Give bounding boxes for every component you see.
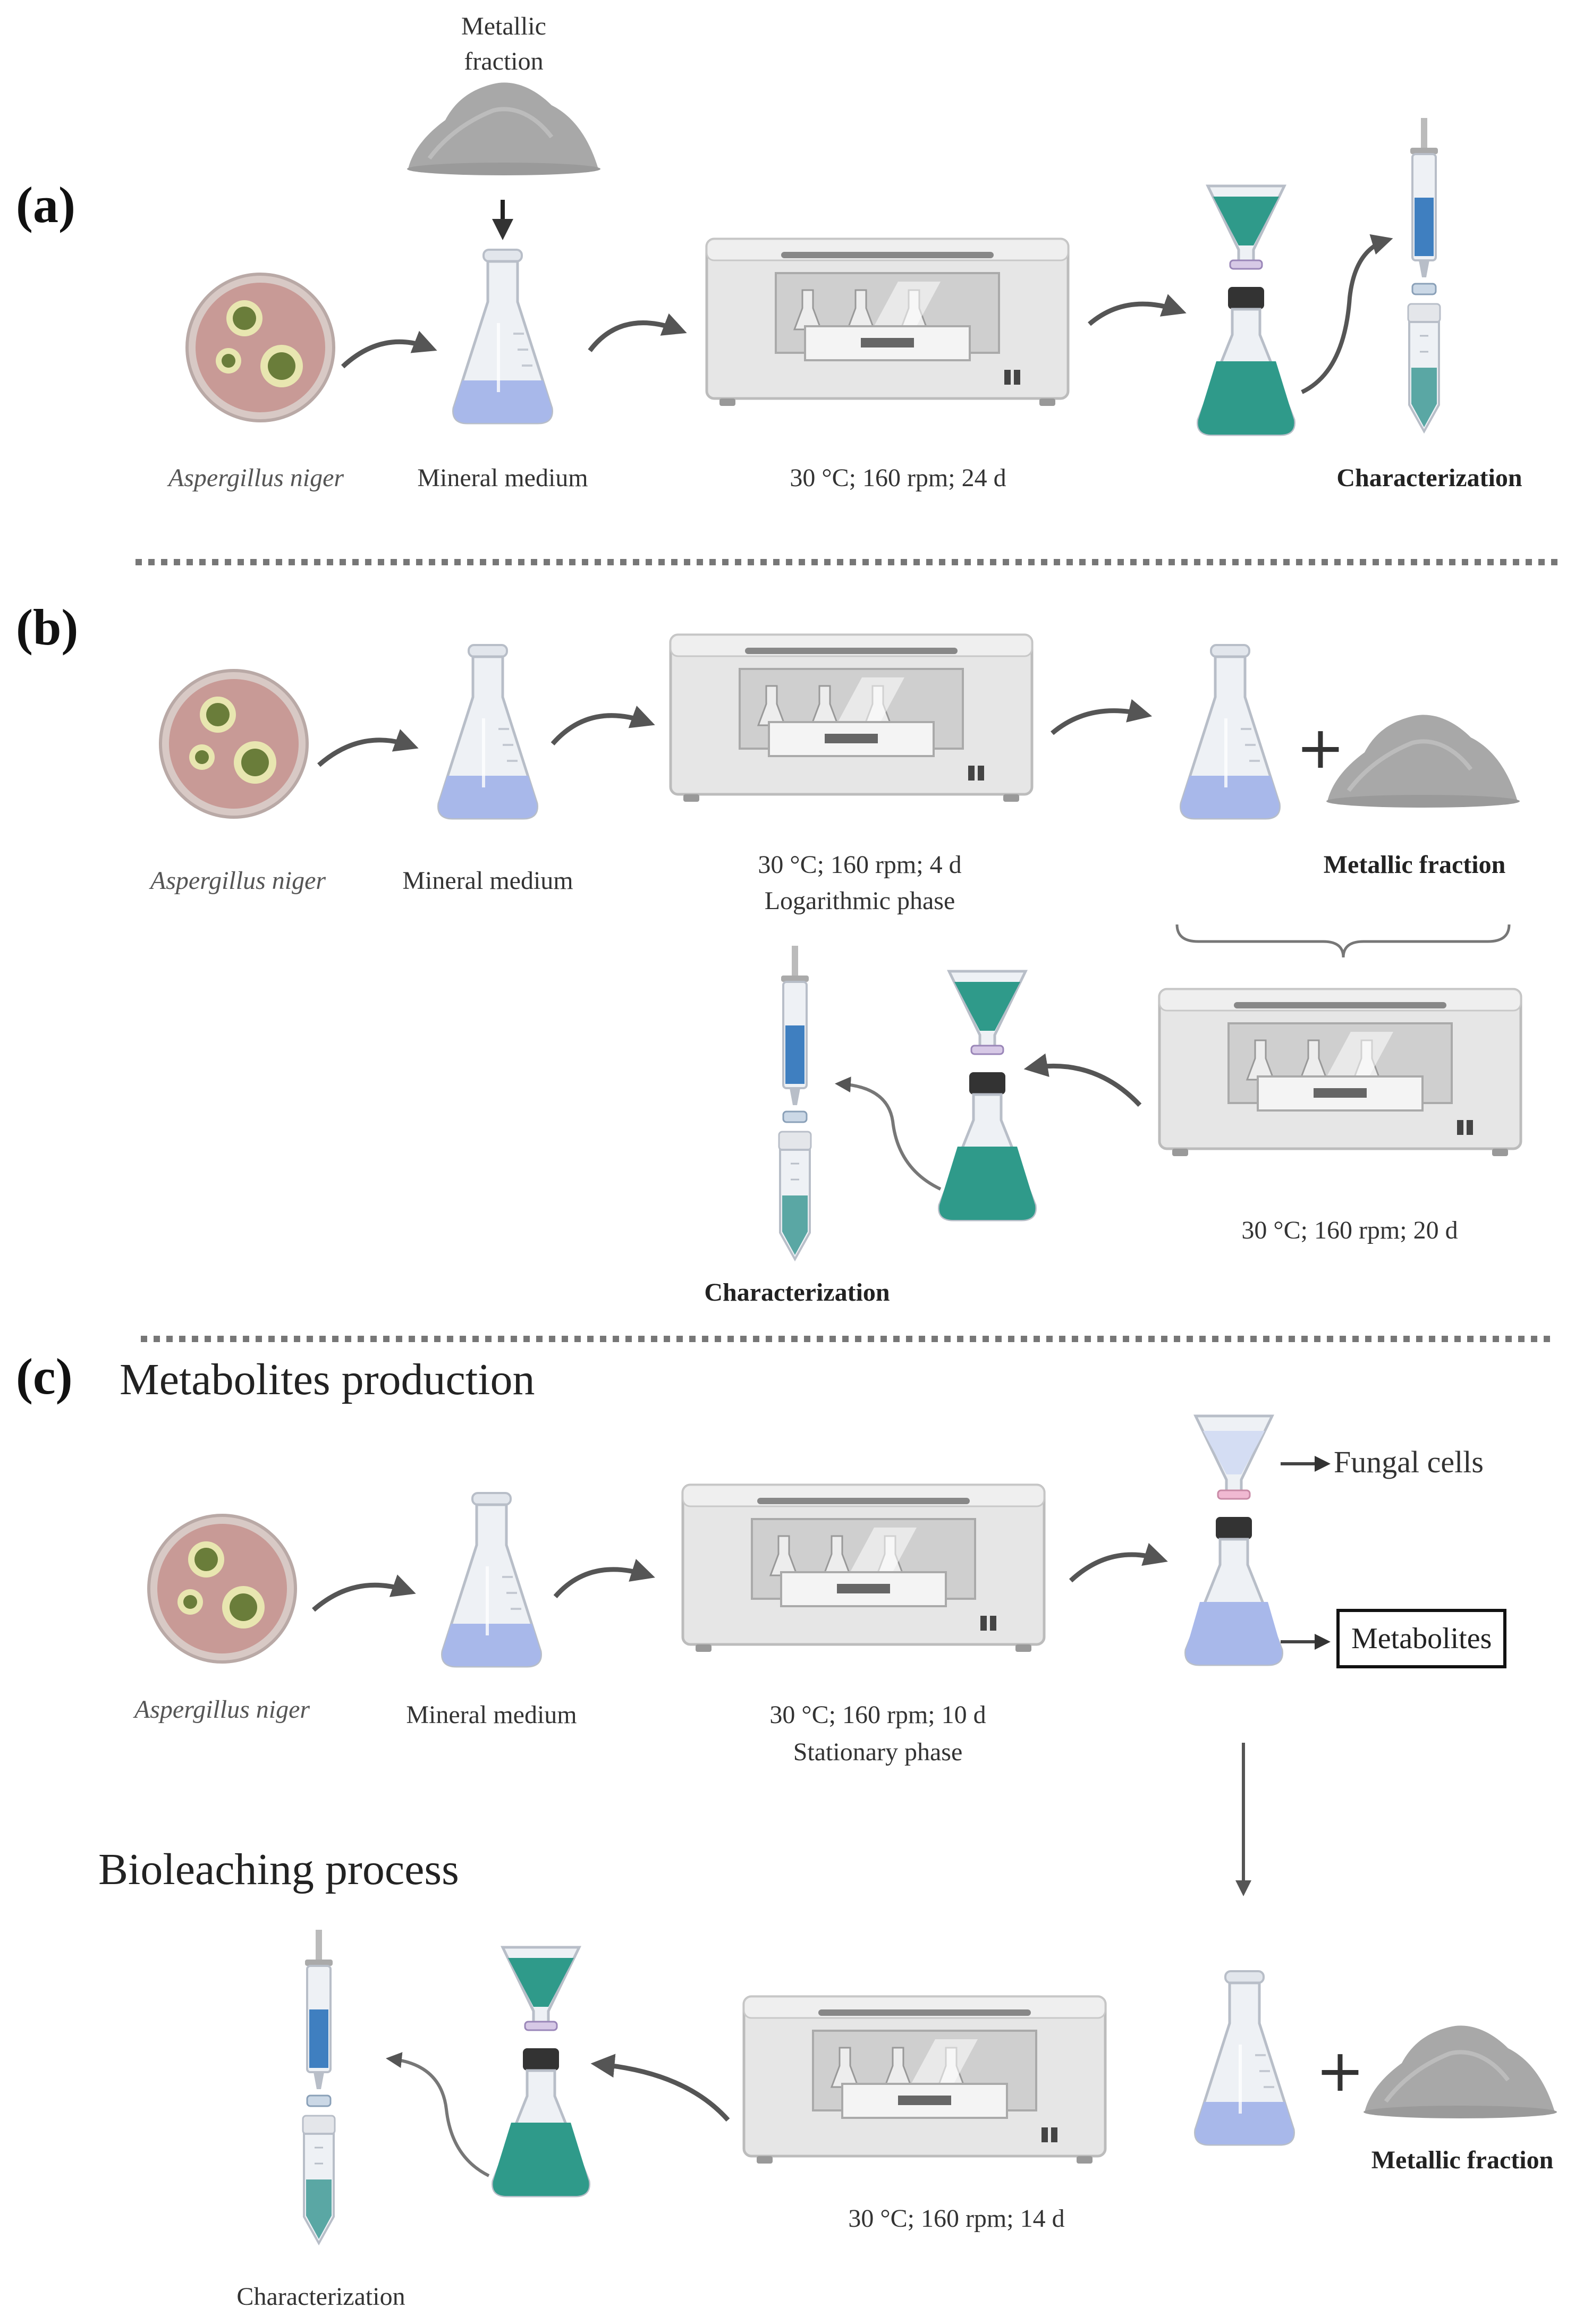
svg-text:+: +: [1296, 714, 1345, 782]
panel-a-characterization-label: Characterization: [1336, 464, 1522, 492]
panel-c-fungal-cells-label: Fungal cells: [1334, 1445, 1484, 1479]
panel-c-conditions-1-label: 30 °C; 160 rpm; 10 d: [769, 1701, 986, 1729]
panel-b-letter: (b): [16, 599, 79, 656]
panel-c-metallic-fraction-label: Metallic fraction: [1371, 2146, 1554, 2174]
panel-c-letter: (c): [16, 1348, 73, 1405]
panel-a-metallic-fraction-line2: fraction: [464, 47, 544, 75]
panel-b-metallic-fraction-label: Metallic fraction: [1323, 851, 1506, 879]
panel-a-organism-label: Aspergillus niger: [168, 464, 344, 492]
panel-b-artwork: +: [160, 635, 1521, 1260]
panel-b-medium-label: Mineral medium: [402, 867, 573, 895]
panel-c-metabolites-heading: Metabolites production: [120, 1355, 535, 1404]
panel-c-organism-label: Aspergillus niger: [134, 1695, 310, 1724]
panel-b-characterization-label: Characterization: [704, 1278, 890, 1307]
panel-c-metabolites-box: Metabolites: [1336, 1609, 1507, 1668]
panel-c-bioleaching-heading: Bioleaching process: [98, 1845, 459, 1894]
panel-c-characterization-label: Characterization: [236, 2283, 405, 2311]
panel-b-conditions-1-label: 30 °C; 160 rpm; 4 d: [758, 851, 962, 879]
panel-c-artwork: +: [149, 1416, 1557, 2244]
panel-a-conditions-label: 30 °C; 160 rpm; 24 d: [790, 464, 1006, 492]
panel-a-letter: (a): [16, 176, 75, 233]
panel-b-organism-label: Aspergillus niger: [150, 867, 326, 895]
panel-a-medium-label: Mineral medium: [417, 464, 588, 492]
panel-c-conditions-2-label: 30 °C; 160 rpm; 14 d: [848, 2204, 1065, 2233]
panel-b-conditions-2-label: 30 °C; 160 rpm; 20 d: [1241, 1216, 1458, 1244]
panel-a-metallic-fraction-line1: Metallic: [461, 12, 546, 40]
panel-b-phase-1-label: Logarithmic phase: [764, 887, 955, 915]
panel-a-artwork: [187, 82, 1441, 435]
svg-text:+: +: [1316, 2037, 1365, 2105]
panel-c-medium-label: Mineral medium: [406, 1701, 577, 1729]
panel-c-phase-1-label: Stationary phase: [793, 1738, 963, 1766]
